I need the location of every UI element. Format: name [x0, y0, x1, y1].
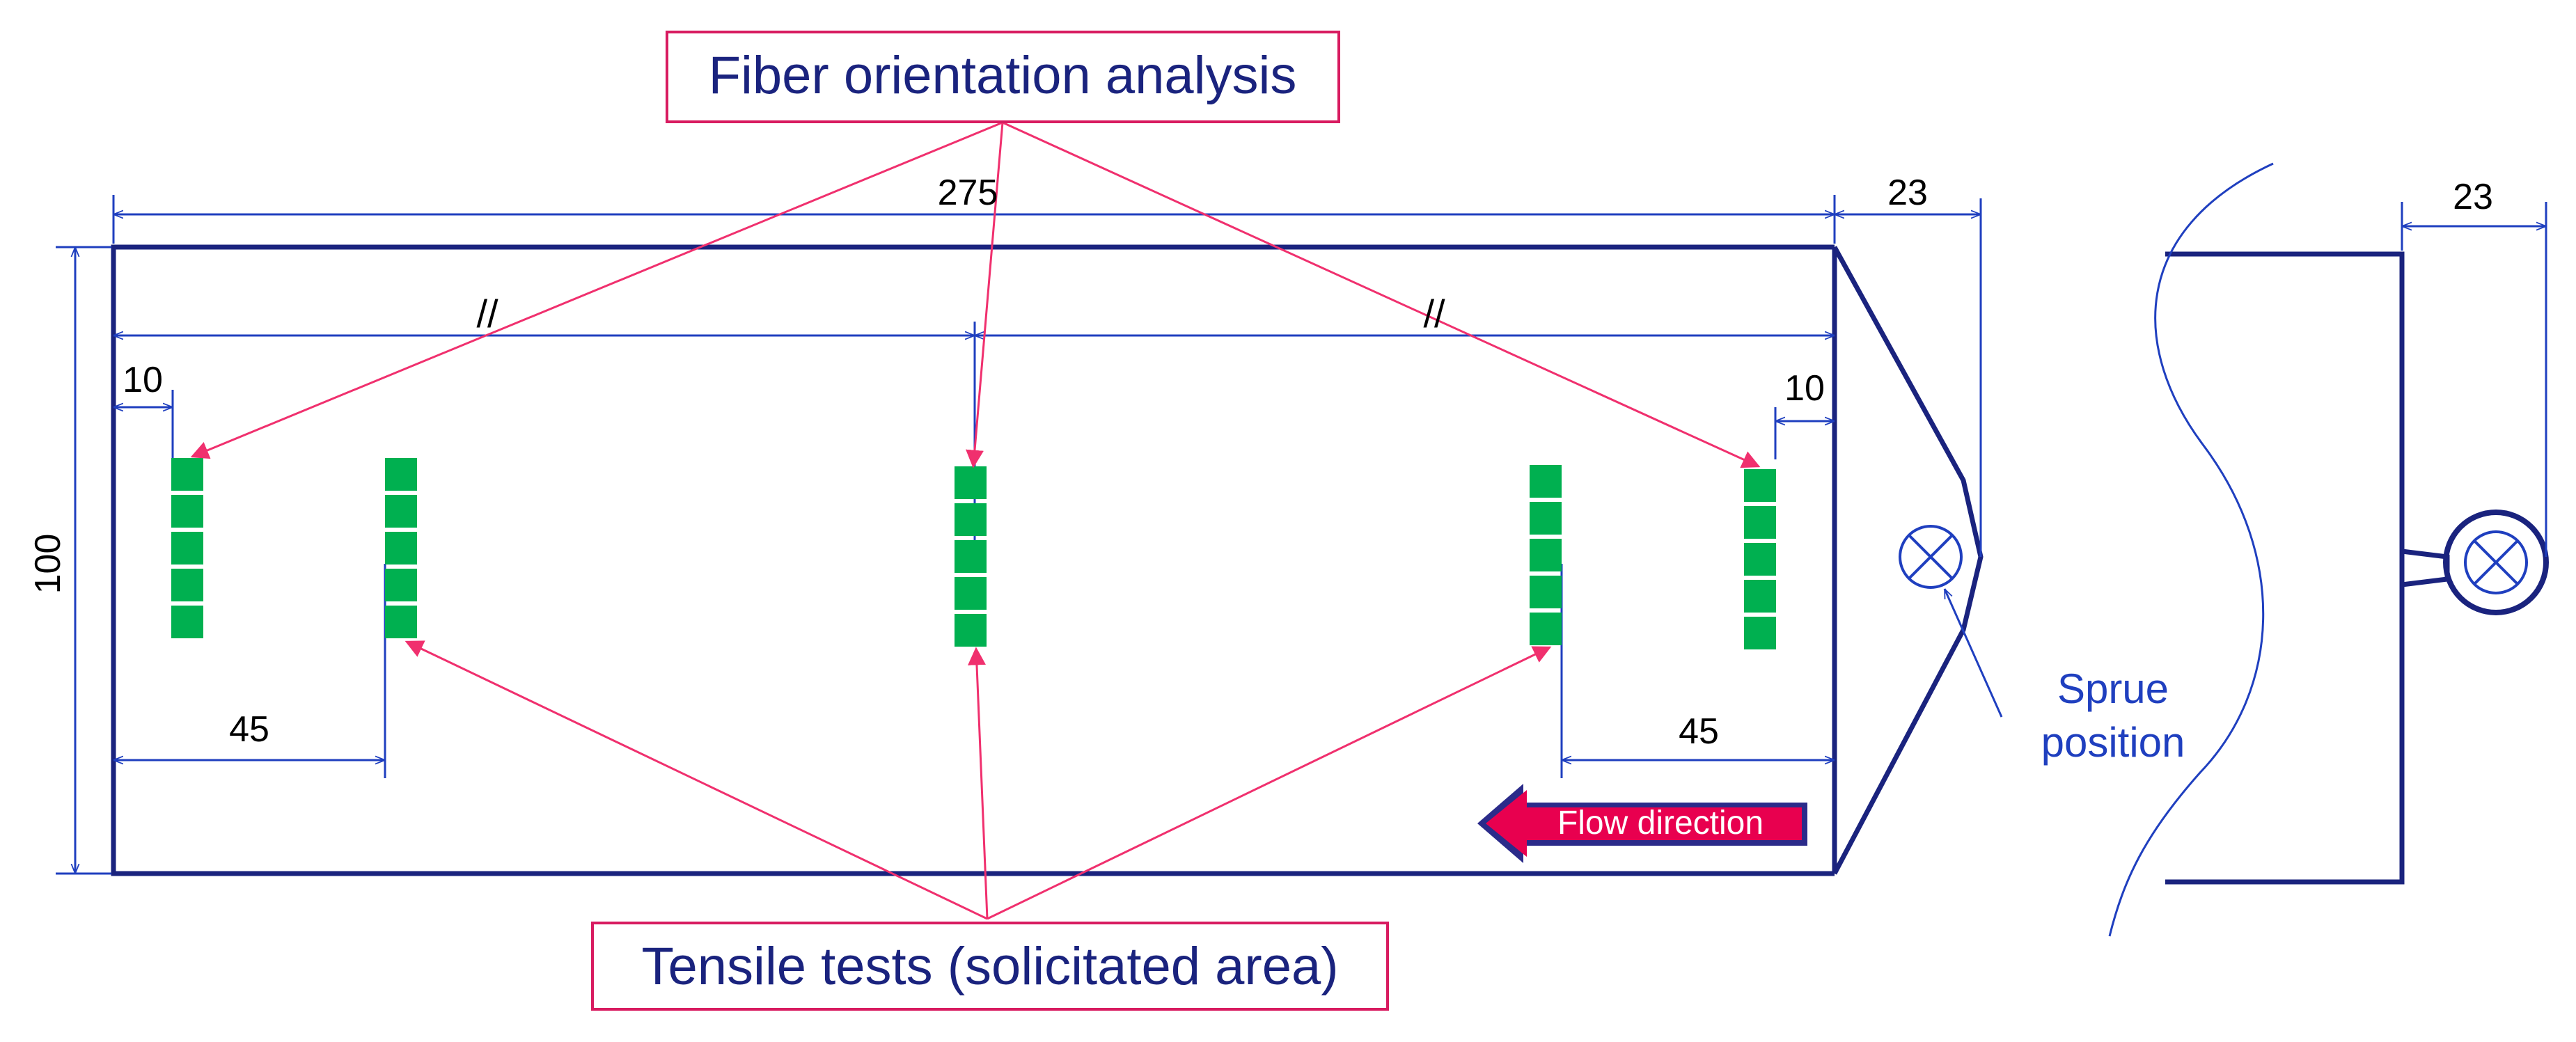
break-line — [2108, 162, 2274, 937]
specimen-strip-3 — [955, 466, 987, 647]
specimen-cell — [955, 614, 987, 647]
specimen-cell — [385, 532, 417, 565]
fiber-orientation-label: Fiber orientation analysis — [709, 46, 1297, 105]
specimen-cell — [385, 606, 417, 638]
fiber-callout-center — [966, 122, 1004, 468]
dim-23-side: 23 — [2453, 177, 2493, 217]
symmetric-mark-right: // — [1423, 292, 1445, 336]
tensile-callout-right — [987, 646, 1552, 920]
specimen-strips — [171, 458, 1776, 649]
dim-100: 100 — [28, 534, 68, 594]
sprue-label-line1: Sprue — [2057, 665, 2169, 712]
sprue-taper — [1832, 246, 1984, 875]
tensile-callout-center — [967, 647, 989, 919]
sprue-side-outer — [2443, 510, 2549, 615]
tensile-tests-label: Tensile tests (solicitated area) — [641, 937, 1338, 996]
flow-direction-label: Flow direction — [1557, 805, 1764, 842]
fiber-callout-left — [190, 121, 1003, 459]
fiber-callout-right — [1002, 121, 1761, 468]
specimen-cell — [1744, 506, 1776, 539]
specimen-cell — [1530, 502, 1562, 535]
specimen-cell — [1530, 465, 1562, 498]
sprue-runner — [2399, 548, 2450, 587]
specimen-strip-2 — [385, 458, 417, 638]
dim-45-left: 45 — [229, 709, 269, 750]
tensile-callout-left — [405, 640, 988, 920]
dim-10-right: 10 — [1784, 368, 1825, 409]
dim-23-front: 23 — [1887, 173, 1928, 213]
specimen-cell — [955, 503, 987, 536]
side-view — [2108, 162, 2549, 937]
fiber-orientation-box — [666, 31, 1340, 123]
specimen-strip-4 — [1530, 465, 1562, 645]
specimen-cell — [171, 532, 203, 565]
specimen-strip-1 — [171, 458, 203, 638]
specimen-cell — [1744, 543, 1776, 576]
symmetric-mark-left: // — [476, 292, 498, 336]
specimen-cell — [1530, 576, 1562, 608]
dim-45-right: 45 — [1679, 711, 1719, 752]
dim-10-left: 10 — [123, 360, 163, 400]
specimen-cell — [385, 495, 417, 528]
specimen-cell — [1744, 617, 1776, 649]
specimen-cell — [955, 577, 987, 610]
specimen-cell — [385, 458, 417, 491]
specimen-cell — [955, 540, 987, 573]
sprue-symbol — [1899, 525, 1963, 589]
sprue-side-inner — [2464, 530, 2528, 594]
dim-275: 275 — [938, 173, 998, 213]
flow-direction-arrow: Flow direction — [1477, 784, 1807, 863]
specimen-strip-5 — [1744, 469, 1776, 649]
specimen-cell — [1530, 613, 1562, 645]
specimen-cell — [1530, 539, 1562, 571]
specimen-cell — [1744, 469, 1776, 502]
sprue-label-line2: position — [2041, 719, 2185, 766]
specimen-cell — [171, 458, 203, 491]
specimen-cell — [1744, 580, 1776, 613]
specimen-cell — [171, 606, 203, 638]
specimen-cell — [385, 569, 417, 601]
specimen-cell — [171, 569, 203, 601]
dimension-lines — [56, 195, 2547, 875]
callout-lines — [190, 121, 1761, 920]
sprue-pointer-line — [1943, 589, 2003, 718]
specimen-cell — [955, 466, 987, 499]
tensile-tests-box — [591, 922, 1389, 1011]
specimen-cell — [171, 495, 203, 528]
